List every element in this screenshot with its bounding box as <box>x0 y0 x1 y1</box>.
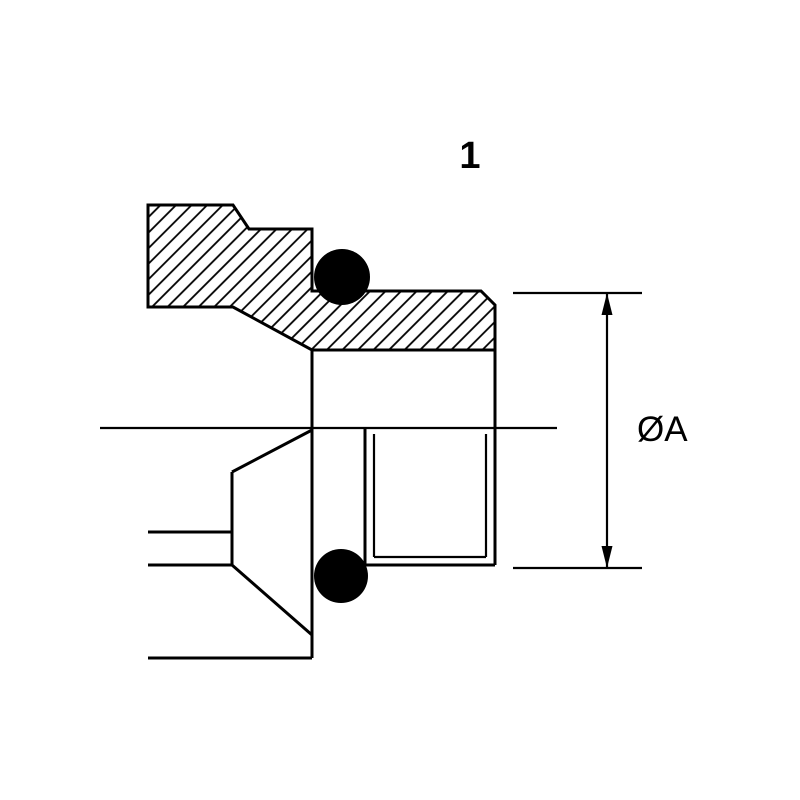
arrow-up-icon <box>601 293 613 315</box>
figure-number-label: 1 <box>459 135 480 177</box>
sectioned-body-hatched-area <box>146 203 497 352</box>
hex-chamfer-upper-line <box>231 428 313 474</box>
arrow-down-icon <box>601 546 613 568</box>
diameter-dimension-label: ØA <box>637 410 688 449</box>
o-ring-bottom <box>314 549 368 603</box>
o-ring-top <box>314 249 370 305</box>
hex-chamfer-lower-line <box>231 563 313 637</box>
diameter-dimension: ØA <box>513 291 688 570</box>
